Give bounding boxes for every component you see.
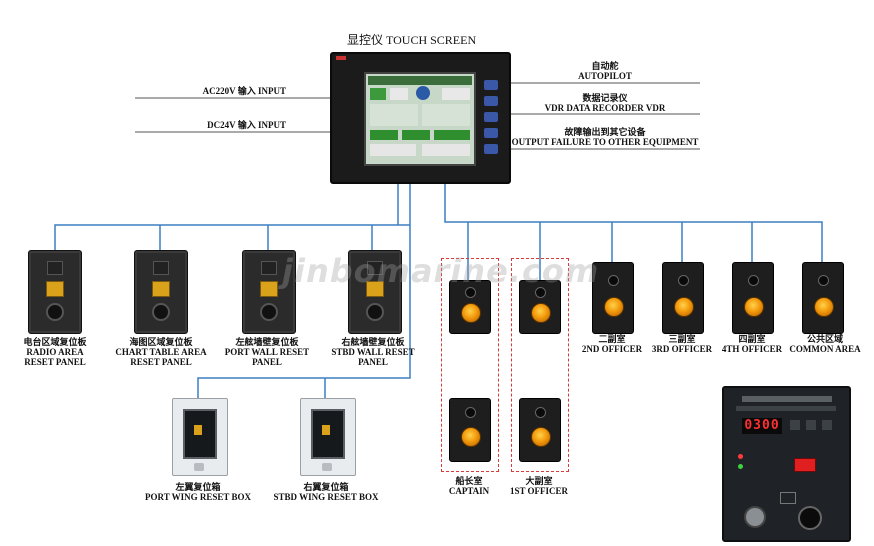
key-switch[interactable] xyxy=(744,506,766,528)
output-vdr-en: VDR DATA RECORDER VDR xyxy=(544,103,666,113)
port-wing-reset-box xyxy=(172,398,228,476)
chart-table-label-cn: 海图区域复位板 xyxy=(129,337,193,347)
touch-screen-button-1[interactable] xyxy=(484,80,498,90)
captain-upper-reset-panel xyxy=(449,280,491,334)
captain-label-cn: 船长室 xyxy=(455,476,483,486)
buzzer xyxy=(798,506,822,530)
first-officer-lower-reset-panel xyxy=(519,398,561,462)
third-officer-reset-panel xyxy=(662,262,704,334)
stbd-wall-label-cn: 右舷墙壁复位板 xyxy=(341,337,405,347)
common-area-label-en: COMMON AREA xyxy=(789,344,861,354)
output-autopilot-cn: 自动舵 xyxy=(591,61,619,71)
stbd-wall-reset-panel xyxy=(348,250,402,334)
port-wall-label-en2: PANEL xyxy=(252,357,282,367)
fourth-officer-reset-panel xyxy=(732,262,774,334)
status-led-red xyxy=(738,454,743,459)
output-autopilot-en: AUTOPILOT xyxy=(578,71,632,81)
bnwas-controller-panel: 0300 xyxy=(722,386,851,542)
output-failure-en: OUTPUT FAILURE TO OTHER EQUIPMENT xyxy=(511,137,699,147)
captain-lower-reset-panel xyxy=(449,398,491,462)
input-dc24v-label: DC24V 输入 INPUT xyxy=(207,120,286,130)
touch-screen-button-4[interactable] xyxy=(484,128,498,138)
common-area-reset-panel xyxy=(802,262,844,334)
touch-screen-title: 显控仪 TOUCH SCREEN xyxy=(347,33,477,47)
port-wall-label-en1: PORT WALL RESET xyxy=(224,347,310,357)
common-area-label-cn: 公共区域 xyxy=(806,334,843,344)
first-officer-upper-reset-panel xyxy=(519,280,561,334)
stbd-wall-label-en1: STBD WALL RESET xyxy=(331,347,415,357)
first-officer-label-en: 1ST OFFICER xyxy=(509,486,569,496)
fourth-officer-label-cn: 四副室 xyxy=(738,334,766,344)
stbd-wing-label-cn: 右翼复位箱 xyxy=(303,482,349,492)
third-officer-label-en: 3RD OFFICER xyxy=(651,344,713,354)
first-officer-label-cn: 大副室 xyxy=(525,476,553,486)
stbd-wing-label-en: STBD WING RESET BOX xyxy=(273,492,379,502)
captain-dashed-group xyxy=(441,258,499,472)
second-officer-label-en: 2ND OFFICER xyxy=(581,344,643,354)
radio-area-label-en2: RESET PANEL xyxy=(24,357,86,367)
second-officer-reset-panel xyxy=(592,262,634,334)
second-officer-label-cn: 二副室 xyxy=(598,334,626,344)
radio-area-label-cn: 电台区域复位板 xyxy=(23,337,87,347)
touch-screen-button-5[interactable] xyxy=(484,144,498,154)
chart-table-reset-panel xyxy=(134,250,188,334)
third-officer-label-cn: 三副室 xyxy=(668,334,696,344)
captain-label-en: CAPTAIN xyxy=(448,486,490,496)
first-officer-dashed-group xyxy=(511,258,569,472)
radio-area-reset-panel xyxy=(28,250,82,334)
port-wall-reset-panel xyxy=(242,250,296,334)
status-led-green xyxy=(738,464,743,469)
port-wing-label-en: PORT WING RESET BOX xyxy=(145,492,251,502)
stbd-wall-label-en2: PANEL xyxy=(358,357,388,367)
port-wing-label-cn: 左翼复位箱 xyxy=(175,482,221,492)
touch-screen-button-3[interactable] xyxy=(484,112,498,122)
watermark-text: jinbomarine.com xyxy=(282,252,600,290)
output-vdr-cn: 数据记录仪 xyxy=(582,93,628,103)
alarm-reset-button[interactable] xyxy=(794,458,816,472)
fourth-officer-label-en: 4TH OFFICER xyxy=(721,344,783,354)
touch-screen-display xyxy=(364,72,476,166)
port-wall-label-cn: 左舷墙壁复位板 xyxy=(235,337,299,347)
touch-screen-device xyxy=(330,52,511,184)
stbd-wing-reset-box xyxy=(300,398,356,476)
touch-screen-button-2[interactable] xyxy=(484,96,498,106)
radio-area-label-en1: RADIO AREA xyxy=(26,347,84,357)
led-time-display: 0300 xyxy=(742,418,782,434)
output-failure-cn: 故障输出到其它设备 xyxy=(564,127,646,137)
input-ac220v-label: AC220V 输入 INPUT xyxy=(202,86,286,96)
chart-table-label-en1: CHART TABLE AREA xyxy=(115,347,207,357)
chart-table-label-en2: RESET PANEL xyxy=(130,357,192,367)
